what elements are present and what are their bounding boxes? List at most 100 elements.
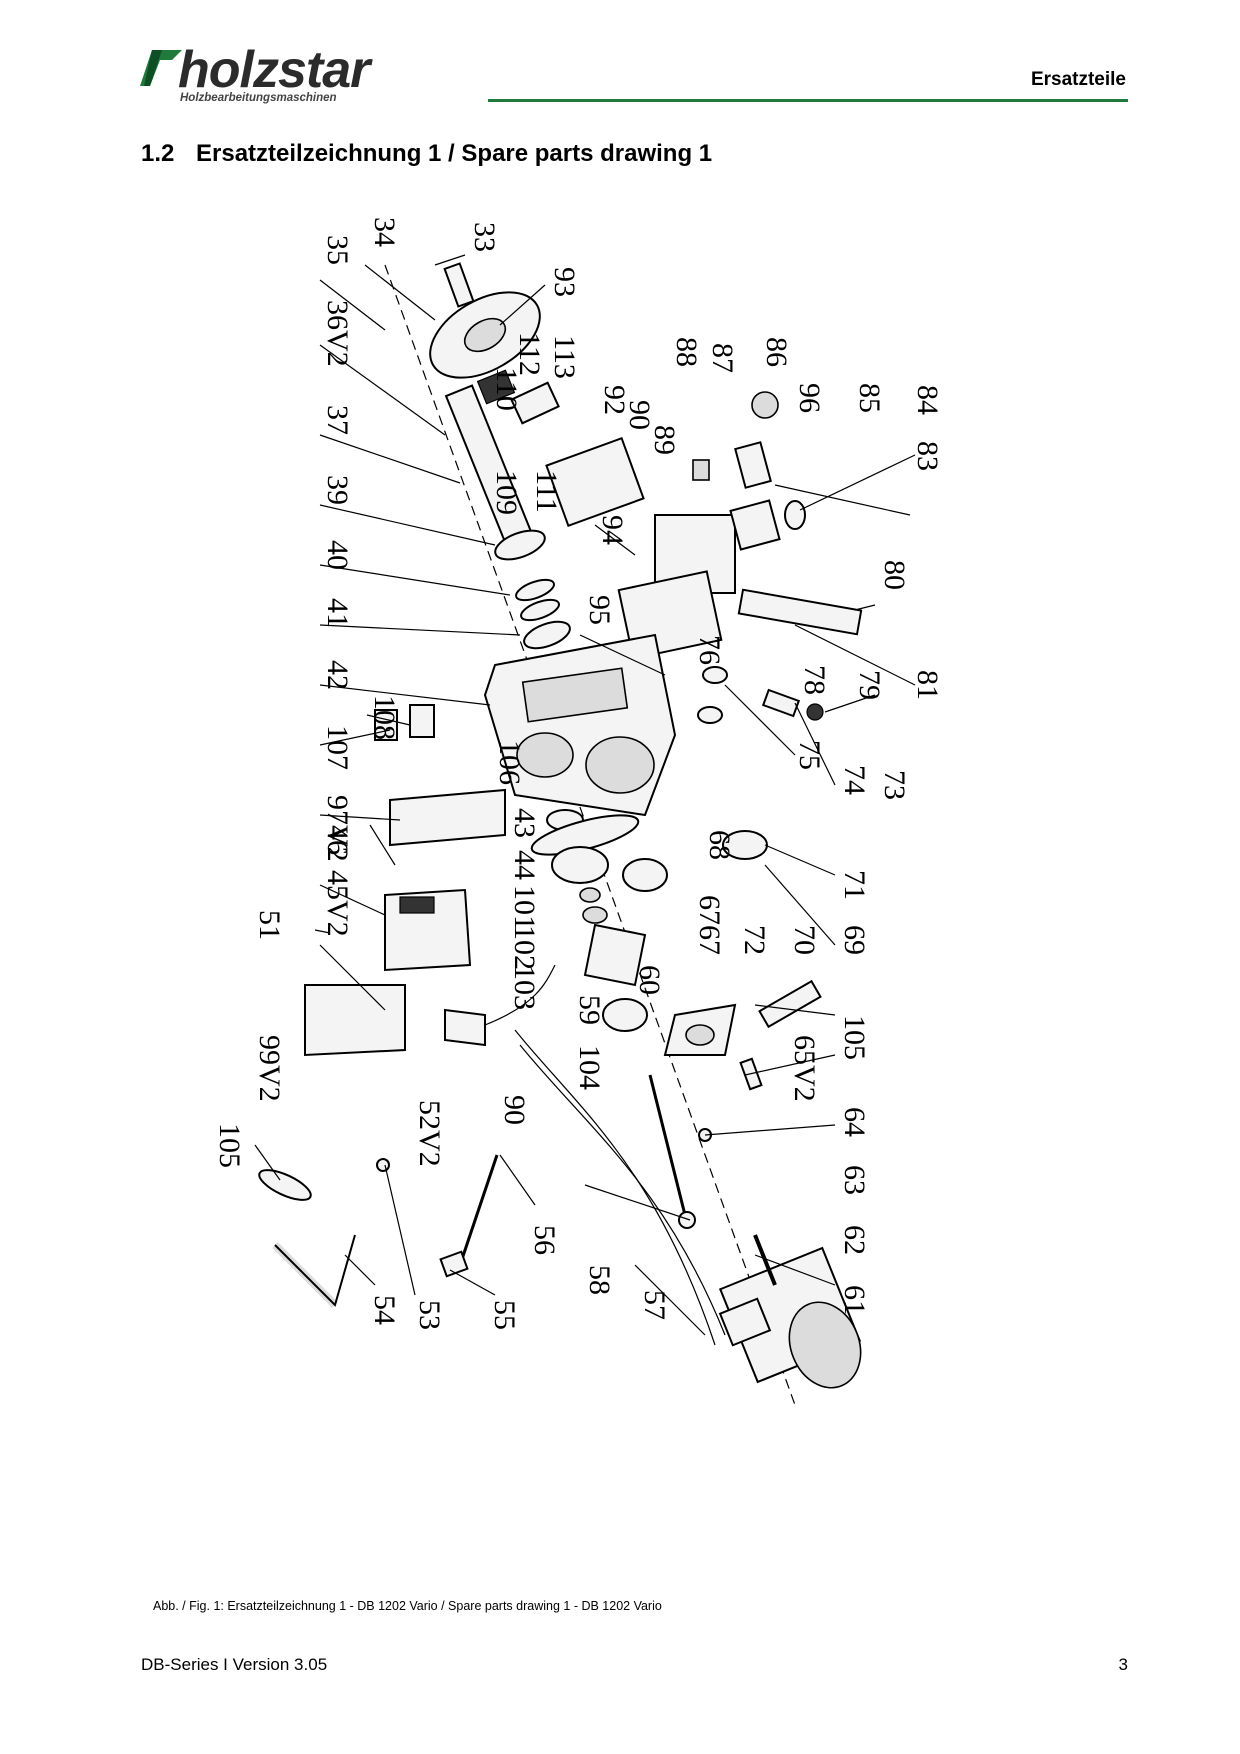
knob-part [751, 391, 779, 419]
part-label: 89 [648, 425, 681, 455]
part-label: 58 [583, 1265, 616, 1295]
part-label: 59 [573, 995, 606, 1025]
part-label: 87 [706, 343, 739, 373]
part-label: 71 [838, 870, 871, 900]
part-label: 101 [508, 885, 541, 930]
part-label: 70 [788, 925, 821, 955]
brand-logo: holzstar Holzbearbeitungsmaschinen [138, 42, 418, 112]
part-label: 79 [853, 670, 886, 700]
flange-hub [463, 317, 507, 353]
part-label: 52V2 [413, 1100, 446, 1167]
motor-shaft [753, 1234, 777, 1286]
part-label: 35 [321, 235, 354, 265]
part-label: 56 [528, 1225, 561, 1255]
part-label: 69 [838, 925, 871, 955]
assembly-axis [384, 264, 796, 1406]
part-label: 34 [368, 217, 401, 247]
part-label: 67 [693, 925, 726, 955]
part-label: 108 [368, 695, 401, 740]
sleeve-part [702, 666, 728, 684]
controller-display [399, 896, 435, 914]
part-labels: 35 34 33 36V2 93 112 113 110 37 109 92 9… [213, 217, 944, 1330]
spare-parts-drawing: 35 34 33 36V2 93 112 113 110 37 109 92 9… [213, 217, 944, 1406]
cable-part [519, 1044, 726, 1336]
part-label: 88 [670, 337, 703, 367]
part-label: 113 [548, 335, 581, 379]
part-label: 75 [793, 740, 826, 770]
figure-caption: Abb. / Fig. 1: Ersatzteilzeichnung 1 - D… [153, 1599, 662, 1613]
part-label: 83 [911, 441, 944, 471]
cap-part [784, 500, 806, 530]
part-label: 84 [911, 385, 944, 415]
screw-part [369, 824, 396, 866]
sleeve-part [697, 706, 723, 724]
switch-part [510, 381, 560, 425]
power-cord [458, 1154, 499, 1266]
part-label: 44 [508, 850, 541, 880]
part-label: 80 [878, 560, 911, 590]
page-number: 3 [1118, 1655, 1128, 1674]
plate-part [761, 688, 801, 718]
bracket-part [444, 1008, 486, 1047]
cable-part [514, 1029, 716, 1346]
control-panel-part [545, 436, 645, 528]
page-heading: 1.2 Ersatzteilzeichnung 1 / Spare parts d… [141, 140, 712, 168]
housing-bore [516, 732, 574, 778]
part-label: 67 [693, 895, 726, 925]
grip-part [258, 1169, 312, 1201]
part-label: 102 [508, 925, 541, 970]
belt-guard-part [737, 588, 863, 636]
flange-part [602, 998, 648, 1032]
part-label: 43 [508, 808, 541, 838]
nut-part [582, 906, 608, 924]
spindle-nut [476, 369, 516, 405]
handle-part [758, 979, 822, 1029]
crank-handle [274, 1234, 356, 1307]
part-label: 53 [413, 1300, 446, 1330]
mounting-plate [389, 788, 506, 847]
part-label: 37 [321, 405, 354, 435]
heading-title: Ersatzteilzeichnung 1 / Spare parts draw… [196, 140, 713, 167]
part-label: 97V2 [321, 795, 354, 862]
part-label: 106 [493, 740, 526, 785]
part-label: 93 [548, 267, 581, 297]
part-label: 51 [253, 910, 286, 940]
part-label: 63 [838, 1165, 871, 1195]
part-label: 74 [838, 765, 871, 795]
part-label: 40 [321, 540, 354, 570]
part-label: 78 [798, 665, 831, 695]
part-label: 111 [530, 470, 563, 513]
part-label: 81 [911, 670, 944, 700]
part-label: 39 [321, 475, 354, 505]
leader-lines [254, 254, 916, 1336]
gasket-part [722, 830, 768, 860]
gearbox-housing [483, 633, 677, 817]
part-label: 60 [633, 965, 666, 995]
rod-part [648, 1074, 687, 1216]
rod-end [678, 1211, 696, 1229]
part-label: 96 [793, 383, 826, 413]
part-label: 57 [638, 1290, 671, 1320]
part-label: 95 [583, 595, 616, 625]
part-label: 45V2 [321, 870, 354, 937]
part-label: 54 [368, 1295, 401, 1325]
motor-terminal-box [718, 1297, 772, 1347]
part-label: 92 [598, 385, 631, 415]
relay-part [409, 704, 435, 738]
logo-tagline: Holzbearbeitungsmaschinen [180, 92, 337, 104]
heading-number: 1.2 [141, 140, 175, 167]
part-label: 86 [760, 337, 793, 367]
motor-switch-part [729, 499, 781, 551]
pulley-part [622, 858, 668, 892]
part-label: 105 [213, 1123, 246, 1168]
part-label: 42 [321, 660, 354, 690]
part-label: 104 [573, 1045, 606, 1090]
bearing-part [523, 620, 571, 650]
plug-part [692, 459, 710, 481]
section-label: Ersatzteile [1030, 69, 1126, 90]
part-label: 85 [853, 383, 886, 413]
part-label: 72 [738, 925, 771, 955]
part-label: 46 [321, 825, 354, 855]
cover-part [304, 984, 406, 1057]
bolt-part [443, 262, 475, 308]
